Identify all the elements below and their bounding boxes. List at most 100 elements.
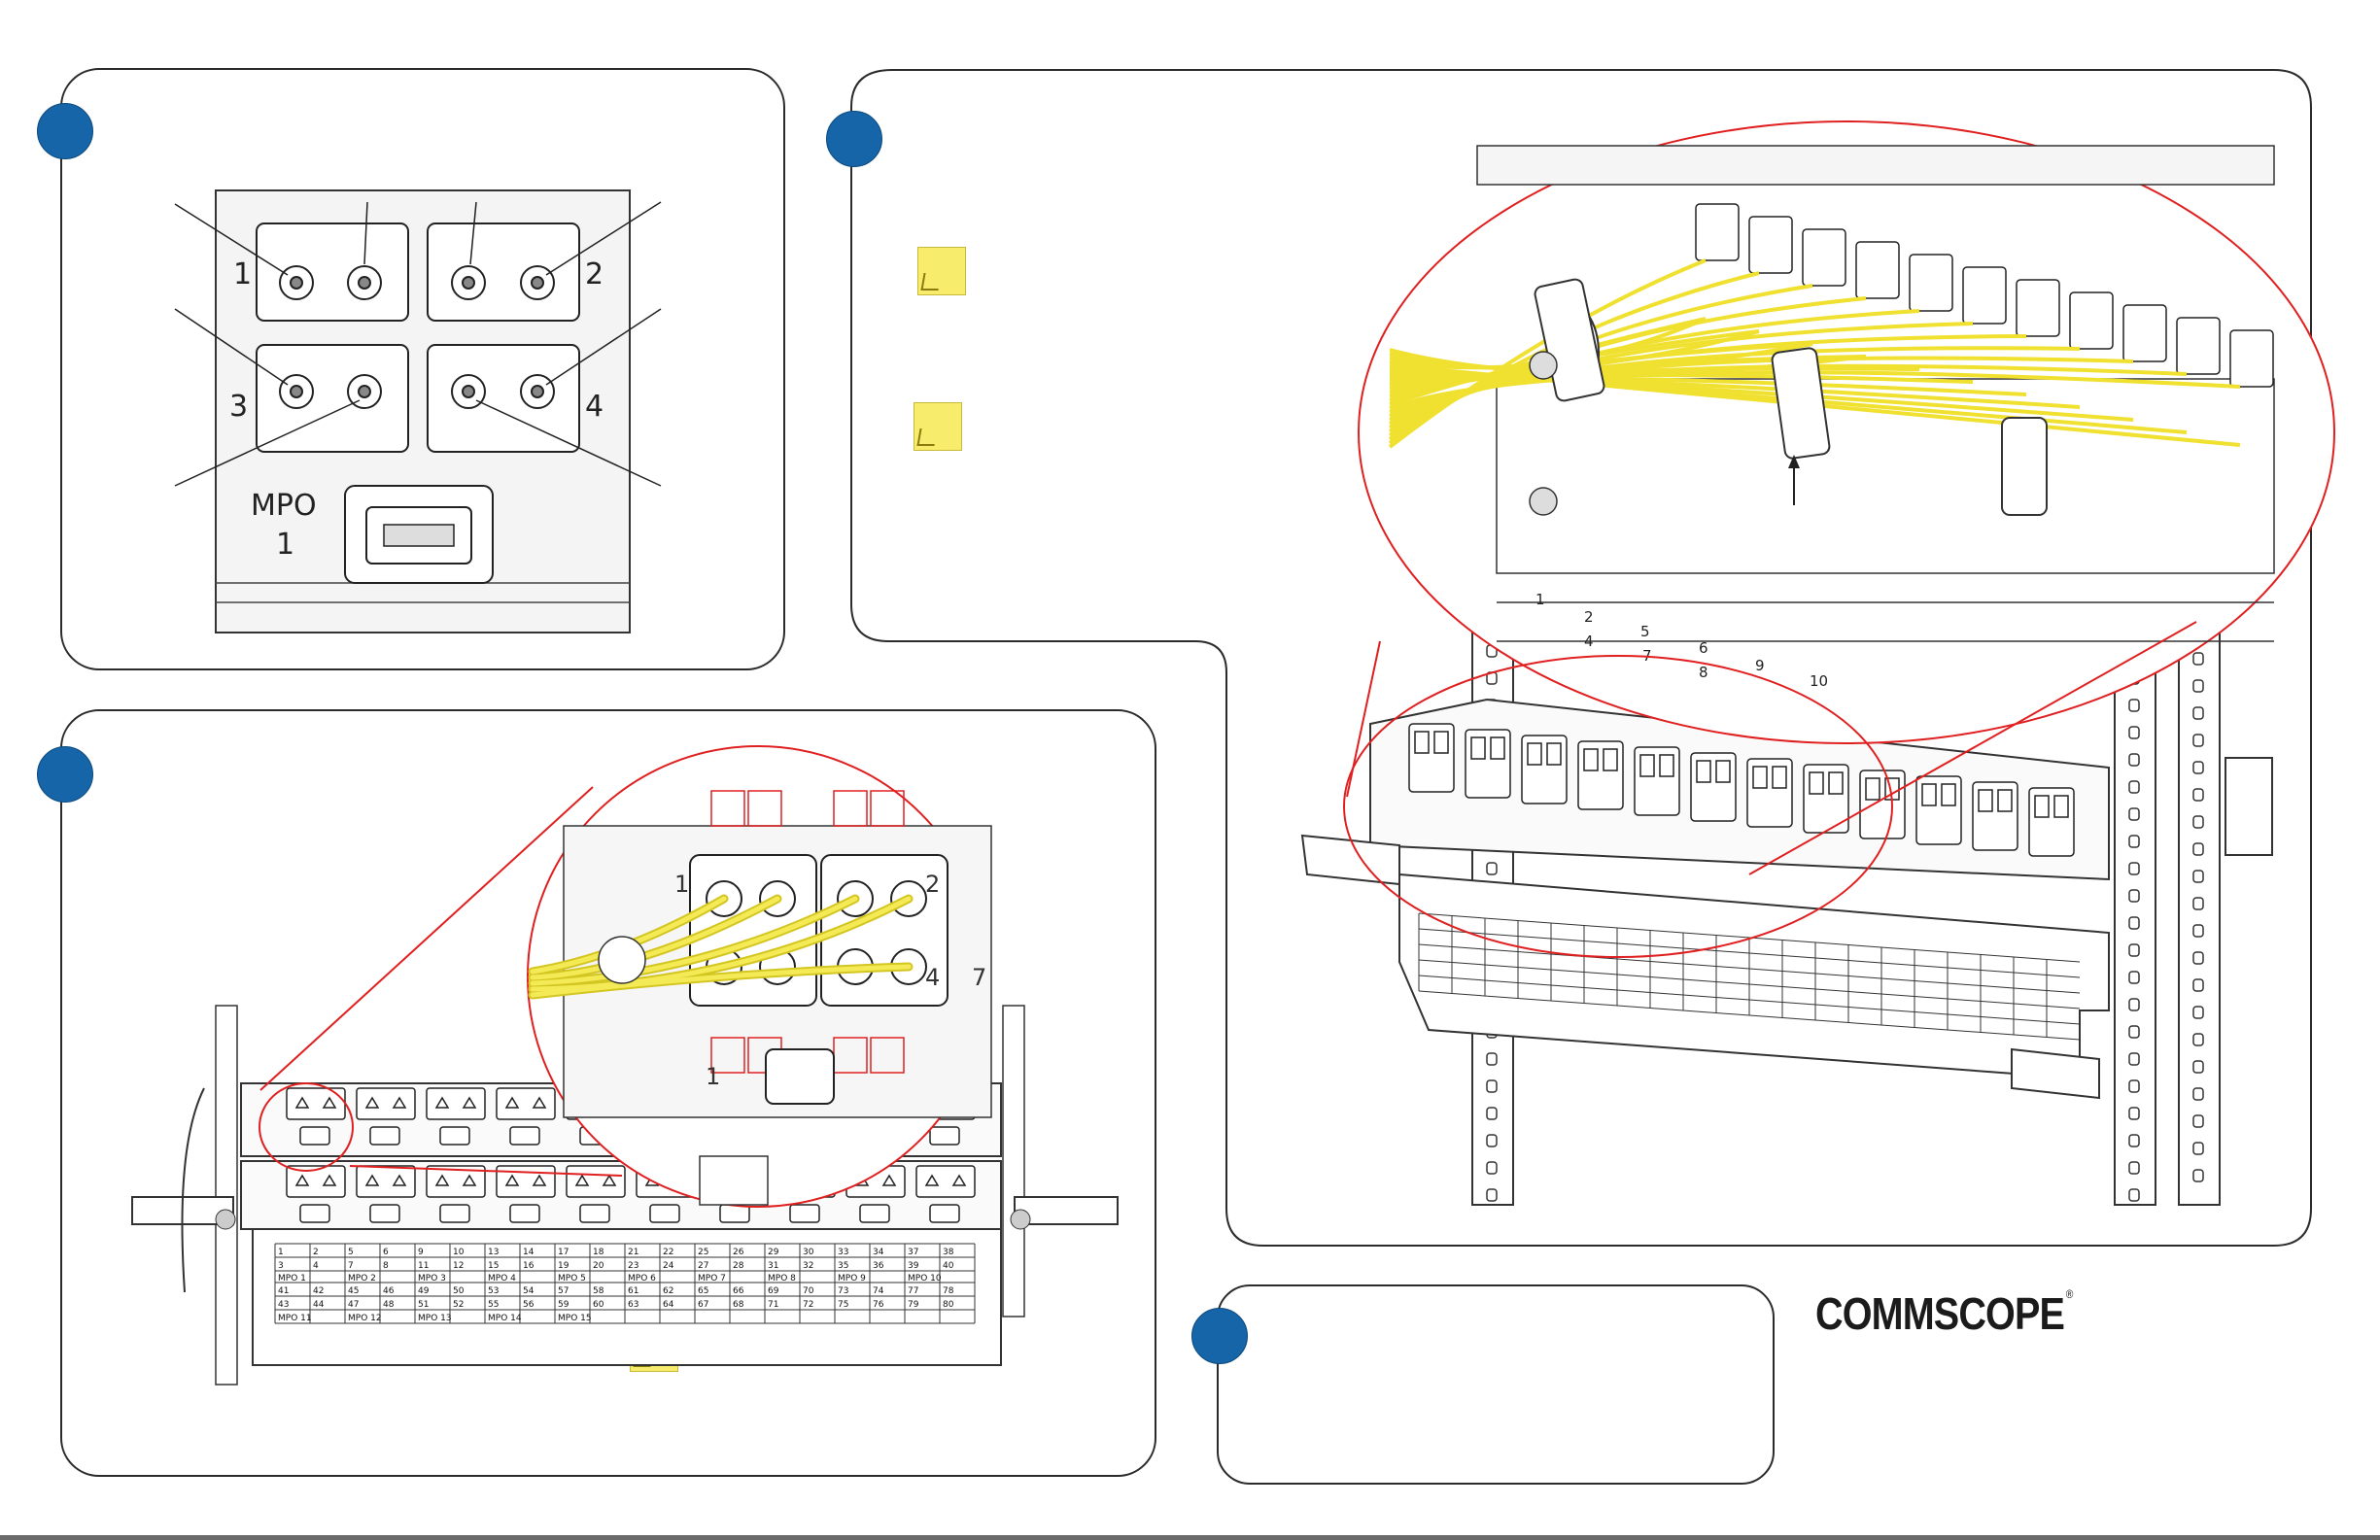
rack-hole [2128, 807, 2140, 821]
tray-adapter [356, 1165, 416, 1198]
rack-hole [2128, 835, 2140, 848]
fiber-strand [1389, 371, 2134, 422]
note-icon-2 [914, 402, 962, 451]
tray-adapter [496, 1087, 556, 1120]
tray-label-cell: 18 [593, 1248, 604, 1257]
adapter-port [1470, 736, 1486, 760]
tray-label-cell: 25 [698, 1248, 708, 1257]
tray-label-cell: 57 [558, 1286, 569, 1296]
port-arrow-icon [434, 1096, 450, 1109]
rack-hole [1486, 1161, 1498, 1175]
zoom3-port-2: 2 [925, 871, 940, 898]
tray-mpo-label: MPO 13 [418, 1314, 452, 1323]
tray-label-cell: 26 [733, 1248, 744, 1257]
rack-hole [2192, 652, 2204, 666]
rack-hole [2192, 734, 2204, 747]
adapter-port [1433, 731, 1449, 754]
rack-hole [2192, 897, 2204, 910]
port-arrow-icon [574, 1174, 590, 1186]
tray-label-cell: 53 [488, 1286, 499, 1296]
rack-hole [2192, 1033, 2204, 1046]
port-arrow-icon [924, 1174, 940, 1186]
port-arrow-icon [434, 1174, 450, 1186]
tray-label-cell: 55 [488, 1300, 499, 1310]
tray-label-cell: 59 [558, 1300, 569, 1310]
tray-mpo-label: MPO 10 [908, 1274, 942, 1283]
mpo-port [439, 1204, 470, 1223]
port-arrow-icon [364, 1174, 380, 1186]
step-2-badge [826, 111, 882, 167]
adapter-port [1865, 777, 1880, 801]
step-4-panel [1217, 1284, 1775, 1485]
adapter-port [2053, 795, 2069, 818]
tray-label-cell: 67 [698, 1300, 708, 1310]
panel-1-illustration: 1 2 3 4 MPO 1 [174, 189, 662, 633]
tray-label-cell: 33 [838, 1248, 848, 1257]
rack-hole [2128, 1134, 2140, 1147]
adapter-port [1941, 783, 1956, 806]
adapter-port [1659, 754, 1674, 777]
rack-hole [2192, 978, 2204, 992]
tray-label-cell: 8 [383, 1261, 389, 1271]
zoom-adapter [2069, 291, 2114, 350]
tray-label-cell: 7 [348, 1261, 354, 1271]
tray-label-cell: 29 [768, 1248, 779, 1257]
rack-hole [1486, 862, 1498, 875]
tray-label-cell: 38 [943, 1248, 954, 1257]
tray-label-cell: 34 [873, 1248, 884, 1257]
tray-label-cell: 39 [908, 1261, 919, 1271]
tray-label-cell: 48 [383, 1300, 395, 1310]
rack-hole [2192, 924, 2204, 938]
tray-label-cell: 54 [523, 1286, 535, 1296]
tray-mpo-label: MPO 4 [488, 1274, 516, 1283]
mpo-port [719, 1204, 750, 1223]
adapter-port [1772, 766, 1787, 789]
tray-mpo-label: MPO 7 [698, 1274, 726, 1283]
zoom-label-2: 2 [1584, 608, 1594, 626]
rack-illustration: 1 2 5 6 4 7 8 9 10 [1300, 120, 2335, 1206]
port-arrow-icon [504, 1096, 520, 1109]
tray-mpo-label: MPO 11 [278, 1314, 312, 1323]
mpo-port [649, 1204, 680, 1223]
adapter-port [1414, 731, 1430, 754]
brand-name: COMMSCOPE [1815, 1288, 2065, 1339]
rack-hole [2192, 679, 2204, 693]
tray-adapter [286, 1165, 346, 1198]
tray-label-cell: 5 [348, 1248, 354, 1257]
tray-mpo-label: MPO 1 [278, 1274, 306, 1283]
tray-label-cell: 77 [908, 1286, 918, 1296]
adapter-port [1696, 760, 1711, 783]
zoom3-port-4: 4 [925, 964, 940, 991]
adapter-port [1921, 783, 1937, 806]
mpo-port [789, 1204, 820, 1223]
adapter-port [1828, 771, 1844, 795]
rack-hole [2128, 1079, 2140, 1093]
tray-label-cell: 49 [418, 1286, 430, 1296]
rack-hole [2128, 1025, 2140, 1039]
tray-label-cell: 52 [453, 1300, 464, 1310]
tray-adapter [915, 1165, 976, 1198]
port-arrow-icon [951, 1174, 967, 1186]
adapter-port [1603, 748, 1618, 771]
tray-label-cell: 70 [803, 1286, 814, 1296]
rack-hole [2128, 780, 2140, 794]
tray-label-cell: 69 [768, 1286, 779, 1296]
rack-hole [2128, 1107, 2140, 1120]
tray-label-cell: 63 [628, 1300, 638, 1310]
rack-hole [1486, 1188, 1498, 1202]
zoom-adapter [2122, 304, 2167, 362]
mpo-port [859, 1204, 890, 1223]
tray-mpo-label: MPO 6 [628, 1274, 656, 1283]
tray-label-cell: 42 [313, 1286, 324, 1296]
tray-label-cell: 30 [803, 1248, 814, 1257]
zoom-adapter [1855, 241, 1900, 299]
mpo-port [299, 1204, 330, 1223]
adapter-port [1752, 766, 1768, 789]
tray-label-cell: 19 [558, 1261, 569, 1271]
step-3-badge [37, 746, 93, 803]
adapter-port [1809, 771, 1824, 795]
tray-label-cell: 50 [453, 1286, 465, 1296]
zoom-label-1: 1 [1535, 591, 1545, 608]
tray-label-cell: 10 [453, 1248, 465, 1257]
tray-mpo-label: MPO 12 [348, 1314, 382, 1323]
